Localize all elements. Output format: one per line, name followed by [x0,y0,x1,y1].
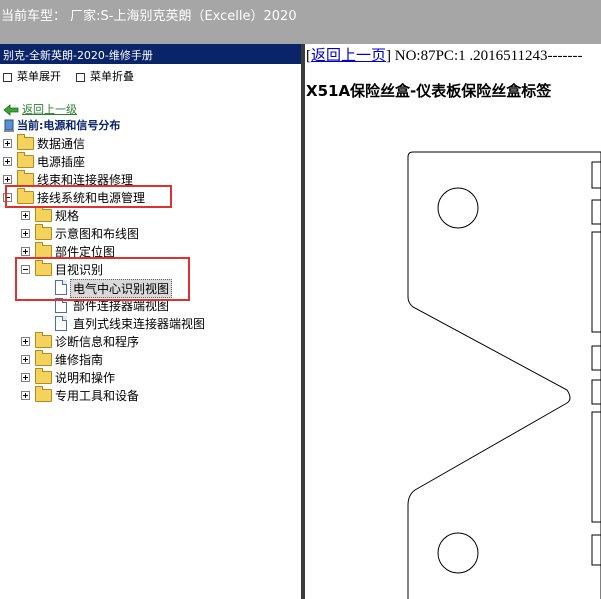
expand-toggle-icon[interactable] [21,355,30,364]
content-pane: [返回上一页] NO:87PC:1 .2016511243------- X51… [305,44,601,599]
current-location-label: 当前:电源和信号分布 [17,119,121,132]
tree-node-label: 接线系统和电源管理 [37,191,146,205]
tree-node-label: 说明和操作 [55,371,116,385]
tree-node-label: 直列式线束连接器端视图 [73,317,206,331]
tree-node-label: 诊断信息和程序 [55,335,140,349]
fuse-slot [591,161,601,189]
back-arrow-icon [3,104,19,116]
document-icon [55,280,67,295]
page-title: X51A保险丝盒-仪表板保险丝盒标签 [306,82,552,100]
mounting-hole-bottom [437,532,479,574]
collapse-icon [76,72,85,82]
back-to-previous-link[interactable]: 返回上一页 [311,48,387,64]
tree-node-label: 规格 [55,209,80,223]
folder-icon [35,206,52,222]
folder-icon [17,134,34,150]
collapse-all-button[interactable]: 菜单折叠 [76,68,134,84]
expand-toggle-icon[interactable] [3,175,12,184]
folder-icon [35,332,52,348]
tree-node-label: 维修指南 [55,353,104,367]
nav-line: [返回上一页] NO:87PC:1 .2016511243------- [306,48,583,64]
expand-toggle-icon[interactable] [21,337,30,346]
tree-node-label: 目视识别 [55,263,104,277]
document-icon [55,316,67,331]
collapse-toggle-icon[interactable] [21,265,30,274]
folder-icon [17,152,34,168]
pane-splitter[interactable] [301,44,305,599]
fuse-slot [591,345,601,371]
tree-node-label: 电源插座 [37,155,86,169]
pane-header: 别克-全新英朗-2020-维修手册 [0,44,301,64]
expand-toggle-icon[interactable] [3,157,12,166]
highlight-box [5,185,172,208]
expand-all-button[interactable]: 菜单展开 [3,68,61,84]
fuse-slot [591,411,601,523]
manual-title: 别克-全新英朗-2020-维修手册 [3,49,153,62]
fuse-box-drawing [407,151,601,599]
expand-icon [3,72,12,82]
fuse-slot [591,231,601,333]
expand-all-label: 菜单展开 [17,70,61,83]
tree-node-label: 部件定位图 [55,245,116,259]
document-number: ] NO:87PC:1 .2016511243------- [386,48,583,64]
fuse-slot [591,534,601,566]
tree-node-label: 线束和连接器修理 [37,173,134,187]
expand-toggle-icon[interactable] [3,139,12,148]
current-location: 当前:电源和信号分布 [3,117,120,133]
collapse-toggle-icon[interactable] [3,193,12,202]
top-bar: 当前车型： 厂家:S-上海别克英朗（Excelle）2020 [0,0,601,44]
expand-toggle-icon[interactable] [21,211,30,220]
expand-toggle-icon[interactable] [21,391,30,400]
back-up-label[interactable]: 返回上一级 [22,103,77,116]
expand-toggle-icon[interactable] [21,373,30,382]
collapse-all-label: 菜单折叠 [90,70,134,83]
fuse-slot [591,199,601,225]
fuse-box-outline [407,151,601,599]
folder-icon [35,224,52,240]
open-folder-icon [17,188,34,204]
mounting-hole-top [437,187,479,229]
folder-icon [35,386,52,402]
tree-node-label: 电气中心识别视图 [70,279,173,298]
tree-node-label: 示意图和布线图 [55,227,140,241]
expand-toggle-icon[interactable] [21,229,30,238]
tree-node-label: 专用工具和设备 [55,389,140,403]
left-pane: 别克-全新英朗-2020-维修手册 菜单展开 菜单折叠 返回上一级 当前:电源和… [0,44,301,599]
tree-node-label: 部件连接器端视图 [73,299,170,313]
back-up-link[interactable]: 返回上一级 [3,101,77,117]
fuse-slot [591,379,601,405]
tree-node-label: 数据通信 [37,137,86,151]
window-title: 当前车型： 厂家:S-上海别克英朗（Excelle）2020 [1,9,297,24]
open-folder-icon [35,260,52,276]
location-icon [4,119,14,132]
folder-icon [35,368,52,384]
expand-toggle-icon[interactable] [21,247,30,256]
highlight-box [15,257,190,301]
folder-icon [35,350,52,366]
